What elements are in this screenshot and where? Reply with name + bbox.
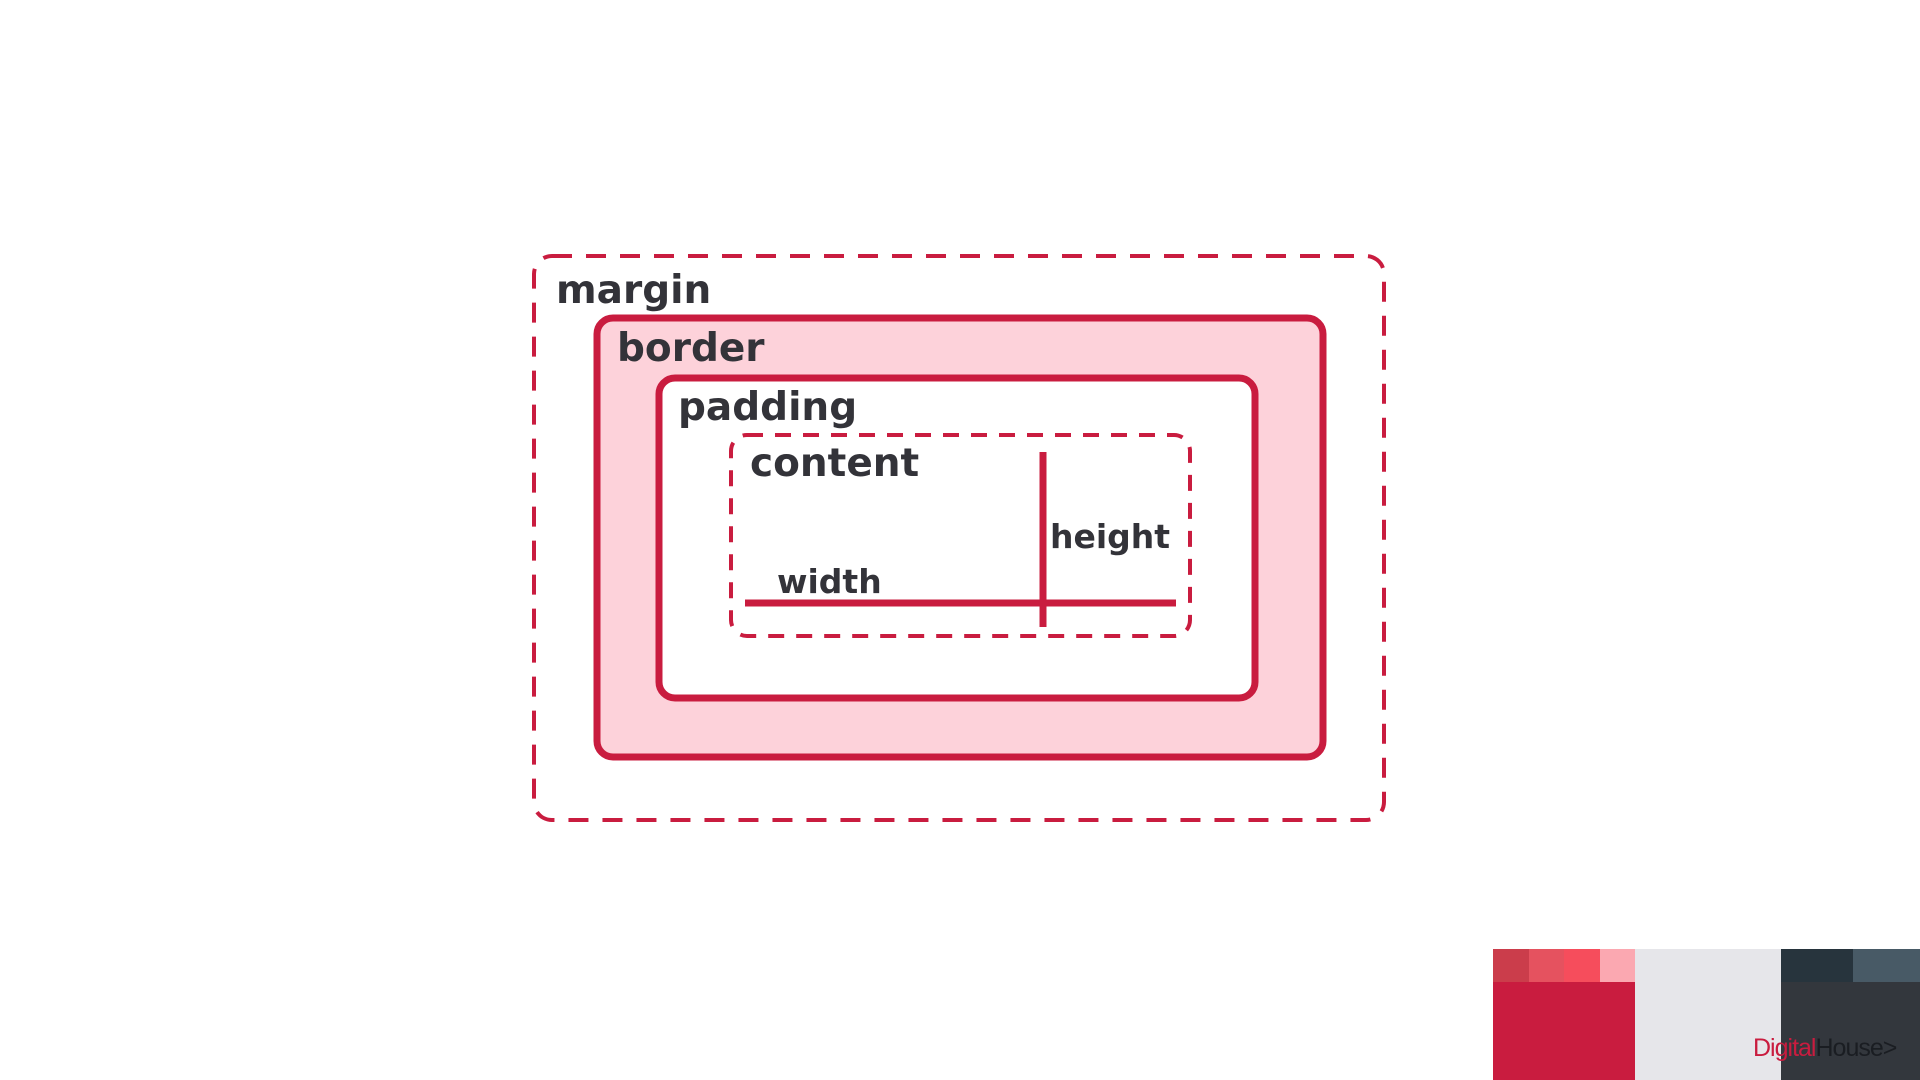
margin-box [532,254,1386,822]
brand-arrow-icon: > [1882,1034,1898,1062]
margin-label: margin [556,268,711,313]
brand-block-light [1635,949,1781,1080]
brand-swatch [1564,949,1600,982]
brand-logo-part2: House [1815,1034,1883,1062]
brand-logo: DigitalHouse> [1753,1032,1898,1064]
brand-swatch [1853,949,1920,982]
brand-swatch [1529,949,1564,982]
content-box [729,433,1192,638]
width-label: width [777,562,882,601]
content-label: content [750,441,919,486]
brand-strip [1493,949,1920,1080]
brand-block-dark [1781,982,1920,1080]
brand-swatch [1600,949,1635,982]
brand-logo-part1: Digital [1753,1034,1816,1062]
brand-block-red [1493,982,1635,1080]
brand-swatch [1493,949,1529,982]
border-label: border [617,326,765,371]
padding-box [655,374,1259,702]
height-label: height [1050,517,1170,556]
brand-swatch [1781,949,1853,982]
padding-label: padding [678,385,857,430]
